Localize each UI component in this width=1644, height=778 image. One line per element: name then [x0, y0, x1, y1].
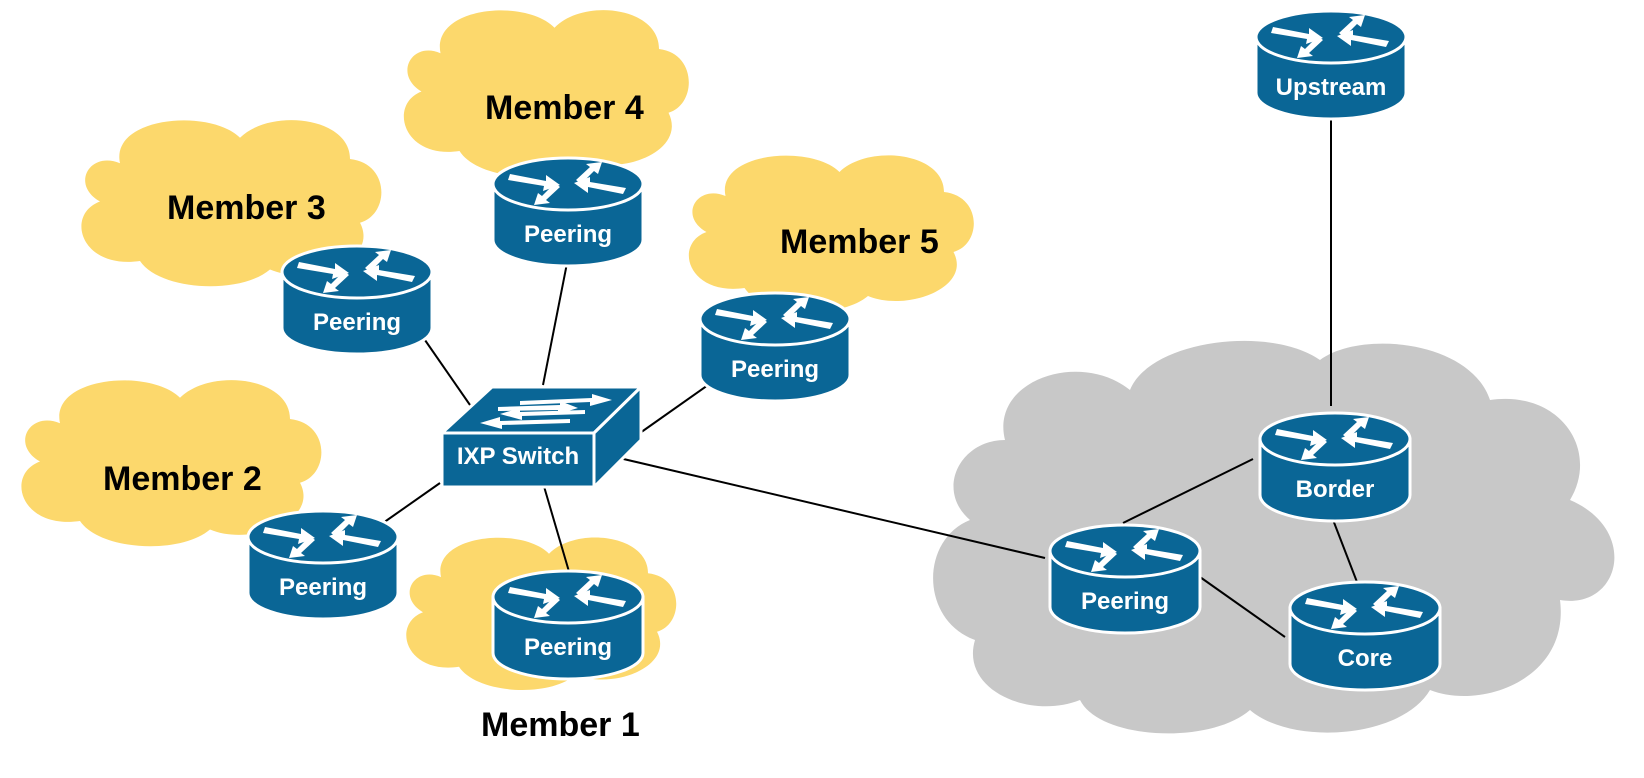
member-5-router[interactable]: Peering [698, 291, 852, 403]
link-ixp-member2 [382, 482, 441, 524]
router-icon [246, 509, 400, 621]
router-label: Upstream [1276, 74, 1387, 101]
own-network-cloud [933, 340, 1615, 734]
border-router[interactable]: Border [1258, 411, 1412, 523]
link-ixp-member5 [639, 377, 719, 434]
router-icon [1258, 411, 1412, 523]
router-icon [491, 156, 645, 268]
link-border-core [1329, 511, 1358, 583]
link-ixp-member1 [542, 482, 571, 576]
member-2-router[interactable]: Peering [246, 509, 400, 621]
router-icon [1048, 523, 1202, 635]
ixp-switch[interactable]: IXP Switch [438, 383, 645, 491]
member-1-label: Member 1 [481, 706, 640, 744]
router-label: Peering [1081, 588, 1169, 615]
link-peering-core [1199, 576, 1286, 638]
member-5-label: Member 5 [780, 223, 939, 261]
router-label: Core [1338, 645, 1393, 672]
router-label: Peering [313, 309, 401, 336]
links [382, 110, 1358, 638]
router-label: Peering [524, 221, 612, 248]
link-ixp-member3 [417, 329, 471, 406]
link-ixp-peering [614, 456, 1046, 559]
member-2-label: Member 2 [103, 460, 262, 498]
router-label: Border [1296, 476, 1375, 503]
core-router[interactable]: Core [1288, 580, 1442, 692]
upstream-router[interactable]: Upstream [1254, 9, 1408, 121]
router-icon [1288, 580, 1442, 692]
member-3-router[interactable]: Peering [280, 244, 434, 356]
switch-icon [438, 383, 645, 491]
router-icon [1254, 9, 1408, 121]
own-peering-router[interactable]: Peering [1048, 523, 1202, 635]
router-icon [698, 291, 852, 403]
switch-label: IXP Switch [457, 443, 579, 470]
router-label: Peering [731, 356, 819, 383]
router-icon [491, 569, 645, 681]
member-3-label: Member 3 [167, 189, 326, 227]
link-peering-border [1122, 458, 1254, 524]
router-icon [280, 244, 434, 356]
router-label: Peering [524, 634, 612, 661]
router-label: Peering [279, 574, 367, 601]
link-ixp-member4 [542, 247, 571, 386]
member-4-label: Member 4 [485, 89, 644, 127]
member-1-router[interactable]: Peering [491, 569, 645, 681]
member-4-router[interactable]: Peering [491, 156, 645, 268]
